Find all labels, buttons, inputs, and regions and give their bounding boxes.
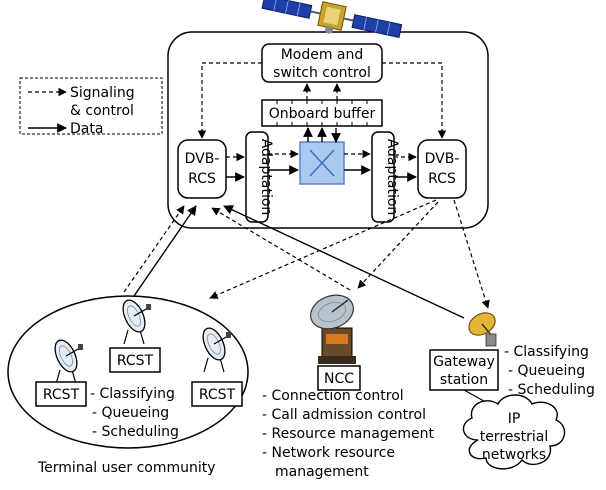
modem-label-line2: switch control [273, 65, 371, 81]
rcst-label-2: RCST [117, 353, 154, 369]
modem-label-line1: Modem and [281, 47, 364, 63]
onboard-buffer-label: Onboard buffer [269, 106, 376, 122]
adaptation-right-label: Adaptation [384, 139, 400, 216]
dvb-left-line2: RCS [188, 171, 216, 187]
ncc-function-3: - Resource management [262, 426, 434, 442]
control-line-left [197, 62, 262, 139]
ncc-box [317, 365, 361, 391]
gateway-label-line1: Gateway [433, 354, 495, 370]
rcst-box-1 [35, 381, 87, 407]
gateway-function-1: - Classifying [504, 344, 589, 360]
switch-matrix [299, 141, 345, 185]
ncc-function-4: - Network resource [262, 445, 395, 461]
dvb-left-line1: DVB- [185, 151, 220, 167]
community-function-2: - Queueing [92, 405, 169, 421]
community-caption: Terminal user community [37, 460, 216, 476]
rcst-label-3: RCST [199, 387, 236, 403]
rcst-box-2 [109, 347, 161, 373]
uplink-ctrl-community [123, 205, 185, 293]
downlink-ctrl-ncc [357, 201, 439, 289]
ncc-label: NCC [324, 371, 354, 387]
gateway-label-line2: station [440, 372, 488, 388]
rcst-box-3 [191, 381, 243, 407]
uplink-data-gateway [223, 205, 465, 319]
control-line-right [382, 62, 447, 139]
dvb-rcs-left-box [177, 139, 227, 199]
rcst-label-1: RCST [43, 387, 80, 403]
satellite-icon [261, 0, 403, 38]
community-function-3: - Scheduling [92, 424, 179, 440]
ncc-dish-icon [310, 294, 356, 364]
rcst-dish-icon [202, 327, 231, 373]
adaptation-left-label: Adaptation [258, 139, 274, 216]
legend: Signaling & control Data [19, 77, 163, 137]
ip-network-cloud: IP terrestrial networks [462, 394, 566, 470]
gateway-dish-icon [468, 312, 497, 347]
uplink-data-community [133, 205, 197, 297]
dvb-right-line1: DVB- [425, 151, 460, 167]
downlink-ctrl-gateway [453, 199, 490, 309]
rcst-dish-icon [122, 299, 151, 345]
downlink-ctrl-community [209, 199, 437, 299]
rcst-dish-icon [54, 339, 83, 385]
gateway-station-box [429, 349, 499, 391]
gateway-function-2: - Queueing [508, 363, 585, 379]
cloud-label-line2: terrestrial [480, 429, 549, 445]
dvb-right-line2: RCS [428, 171, 456, 187]
dvb-rcs-right-box [417, 139, 467, 199]
uplink-ctrl-ncc [211, 207, 351, 291]
ncc-function-5: management [275, 464, 369, 480]
legend-control: & control [70, 103, 134, 119]
legend-signaling: Signaling [70, 85, 135, 101]
cloud-label-line3: networks [482, 447, 546, 463]
legend-data: Data [70, 121, 103, 137]
cloud-label-line1: IP [508, 411, 521, 427]
onboard-buffer: Onboard buffer [261, 99, 383, 127]
ncc-function-2: - Call admission control [262, 407, 426, 423]
gateway-function-3: - Scheduling [508, 382, 595, 398]
community-function-1: - Classifying [90, 386, 175, 402]
ncc-function-1: - Connection control [262, 388, 404, 404]
